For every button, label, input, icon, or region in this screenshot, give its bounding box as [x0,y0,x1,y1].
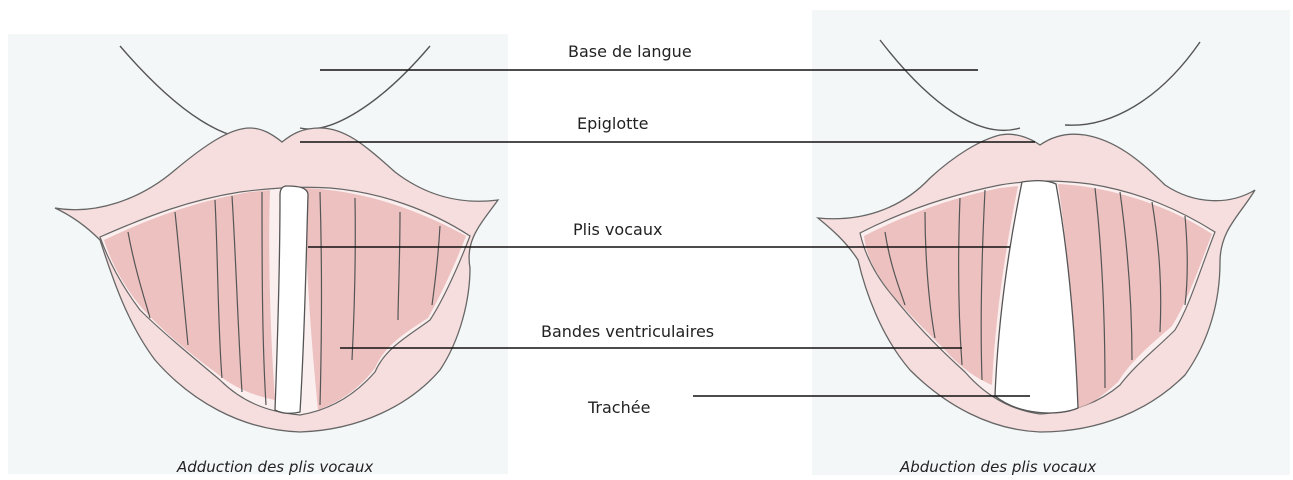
label-plis-vocaux: Plis vocaux [573,220,662,239]
label-trachee: Trachée [587,398,650,417]
label-base-de-langue: Base de langue [568,42,692,61]
label-bandes-ventriculaires: Bandes ventriculaires [541,322,714,341]
caption-adduction: Adduction des plis vocaux [176,458,373,476]
label-epiglotte: Epiglotte [577,114,649,133]
caption-abduction: Abduction des plis vocaux [899,458,1096,476]
